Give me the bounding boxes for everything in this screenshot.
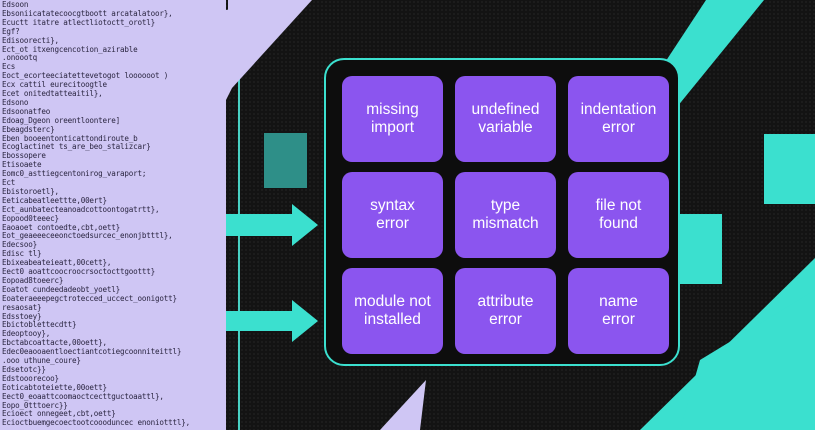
code-line: Edsetotc}} [2, 364, 46, 374]
teal-block-mid [680, 214, 722, 284]
teal-triangle-bottom-right-2 [680, 290, 815, 430]
code-line: Ebistoroetl}, [2, 186, 59, 196]
code-line: Eaoaoet contoedte,cbt,oett} [2, 222, 121, 232]
code-line: Egf? [2, 26, 20, 36]
code-line: Etisoaete [2, 160, 42, 170]
lilac-triangle-overlay [232, 0, 312, 88]
code-line: Eopo_0tttoerc}} [2, 400, 68, 410]
code-line: Eopood0teeec} [2, 213, 59, 223]
tile-missing-import[interactable]: missing import [342, 76, 443, 162]
code-line: Eot_geaeeeceeonctoedsurcec_enonjbtttl}, [2, 231, 173, 241]
tile-undefined-variable[interactable]: undefined variable [455, 76, 556, 162]
lilac-triangle-bottom [380, 380, 426, 430]
code-line: Ecoglactinet ts_are_beo_stalizcar} [2, 142, 151, 152]
code-line: Eopoad8toeerc} [2, 275, 64, 285]
tile-attribute-error[interactable]: attribute error [455, 268, 556, 354]
code-line: resaosat} [2, 302, 42, 312]
code-line: Eoct_ecorteeciatettevetogot loooooot ) [2, 71, 169, 81]
tile-module-not-installed[interactable]: module not installed [342, 268, 443, 354]
arrow-lower [226, 300, 318, 342]
code-line: Ebctabcoattacte,00oett}, [2, 338, 107, 348]
teal-square [264, 133, 307, 188]
tile-name-error[interactable]: name error [568, 268, 669, 354]
code-line: Edecsoo} [2, 240, 37, 250]
code-line: .ooo uthune_coure} [2, 356, 81, 365]
code-line: Ebixeabeateieatt,00cett}, [2, 258, 112, 268]
tile-file-not-found[interactable]: file not found [568, 172, 669, 258]
code-line: Eeticabeatleettte,00ert} [2, 195, 107, 205]
code-line: Ecx cattil eurecitoogtle [2, 80, 107, 90]
code-line: .onoootq [2, 53, 37, 63]
code-line: Eoateraeeepegctrotecced_uccect_oonigott} [2, 293, 177, 303]
teal-triangle-top-right [656, 0, 764, 118]
code-line: Ebictoblettecdtt} [2, 320, 77, 330]
code-line: Eben booeentonticattondiroute_b [2, 133, 138, 143]
code-line: Eect0 aoattcoocroocrsoctocttgoottt} [2, 267, 156, 276]
code-line: Ebsoniicatatecoocgtboott arcatalatoor}, [2, 8, 173, 18]
code-line: Edsoon [2, 0, 29, 9]
code-line: Edstooorecoo} [2, 373, 59, 383]
code-line: Ecuctt itatre atlectliotoctt_orotl} [2, 17, 156, 27]
code-line: Ect_ot itxengcencotion_azirable [2, 44, 138, 54]
tile-type-mismatch[interactable]: type mismatch [455, 172, 556, 258]
error-grid-board: missing import undefined variable indent… [324, 58, 680, 366]
code-line: Edsstoey} [2, 311, 42, 321]
code-line: Ebeagdsterc} [2, 124, 55, 134]
code-line: Ect [2, 178, 16, 187]
code-line: Eoatot cundeedadeobt_yoetl} [2, 284, 121, 294]
code-line: Ecioect onnegeet,cbt,oett} [2, 409, 116, 419]
code-line: Eoticabtoteiette,00oett} [2, 382, 107, 392]
code-line: Eect0_eoaattcoomaoctcecttguctoaattl}, [2, 391, 164, 401]
code-line: Edisc tl} [2, 249, 42, 259]
arrow-upper [226, 204, 318, 246]
code-line: Ecet onitedtatteaitil}, [2, 89, 103, 98]
tile-indentation-error[interactable]: indentation error [568, 76, 669, 162]
code-line: Eomc0_asttiegcentonirog_varaport; [2, 169, 147, 179]
code-line: Edoag_Dgeon oreentloontere] [2, 115, 121, 125]
tile-syntax-error[interactable]: syntax error [342, 172, 443, 258]
code-line: Edec0eaooaentloectiantcotiegcoonniteittl… [2, 347, 182, 357]
code-line: Edsoonatfeo [2, 106, 51, 116]
code-line: Ebossopere [2, 151, 46, 161]
code-line: Edisoorecti}, [2, 35, 59, 45]
code-line: Ect_aunbatecteanoadcottoontogatrtt}, [2, 204, 160, 214]
code-line: Ecioctbuemgecoectootcoooduncec enoniottt… [2, 418, 190, 428]
teal-block-right [764, 134, 815, 204]
code-line: Edsono [2, 97, 29, 107]
code-line: Ecs [2, 62, 16, 72]
code-line: Edeoptooy}, [2, 329, 51, 339]
